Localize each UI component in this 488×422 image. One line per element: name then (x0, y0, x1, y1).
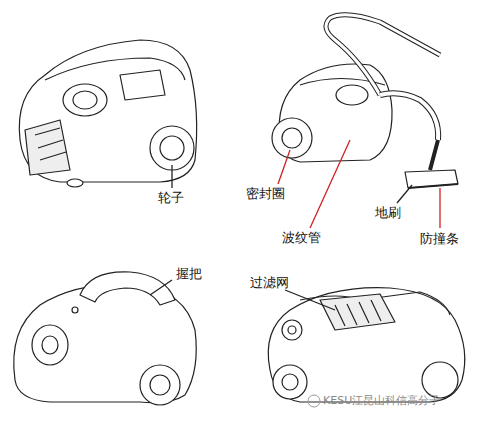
part-label: 握把 (176, 266, 202, 282)
part-label: 地刷 (375, 205, 401, 221)
leader-line (439, 188, 440, 228)
leader-line (278, 150, 290, 184)
part-label: 防撞条 (420, 231, 459, 247)
leader-line (171, 165, 172, 188)
part-label: 密封圈 (246, 186, 285, 202)
part-label: 波纹管 (282, 230, 321, 246)
watermark: KESU江昆山科信高分子 (323, 394, 440, 407)
part-label: 过滤网 (250, 275, 289, 291)
leader-line (285, 290, 335, 310)
leader-line (150, 280, 172, 295)
leader-line (397, 185, 412, 203)
part-label: 轮子 (158, 190, 184, 206)
leader-line (310, 140, 350, 228)
wechat-icon (308, 395, 320, 407)
